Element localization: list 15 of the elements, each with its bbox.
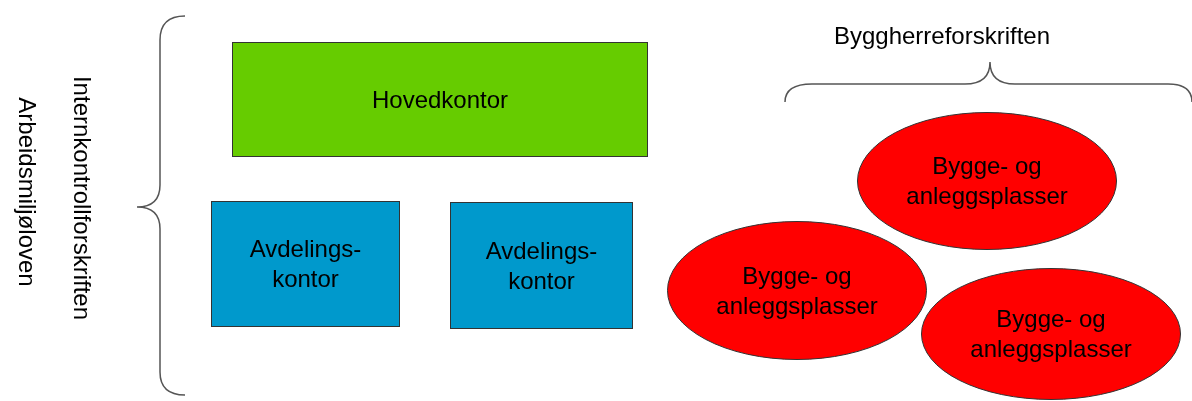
node-label: Bygge- og anleggsplasser: [715, 260, 879, 321]
node-label: Avdelings- kontor: [484, 235, 599, 296]
office-box: [450, 202, 633, 329]
site-ellipse: [667, 221, 927, 360]
site-ellipse: [857, 112, 1117, 250]
rotated-label: Internkontrollforskriften: [68, 75, 96, 321]
node-label: Hovedkontor: [371, 84, 509, 115]
office-box: [232, 42, 648, 157]
group-label: Byggherreforskriften: [833, 22, 1051, 50]
node-label: Bygge- og anleggsplasser: [905, 151, 1069, 211]
office-box: [211, 201, 400, 327]
node-label: Bygge- og anleggsplasser: [969, 304, 1133, 364]
site-ellipse: [921, 268, 1181, 400]
rotated-label: Arbeidsmiljøloven: [13, 97, 41, 287]
node-label: Avdelings- kontor: [248, 234, 363, 294]
